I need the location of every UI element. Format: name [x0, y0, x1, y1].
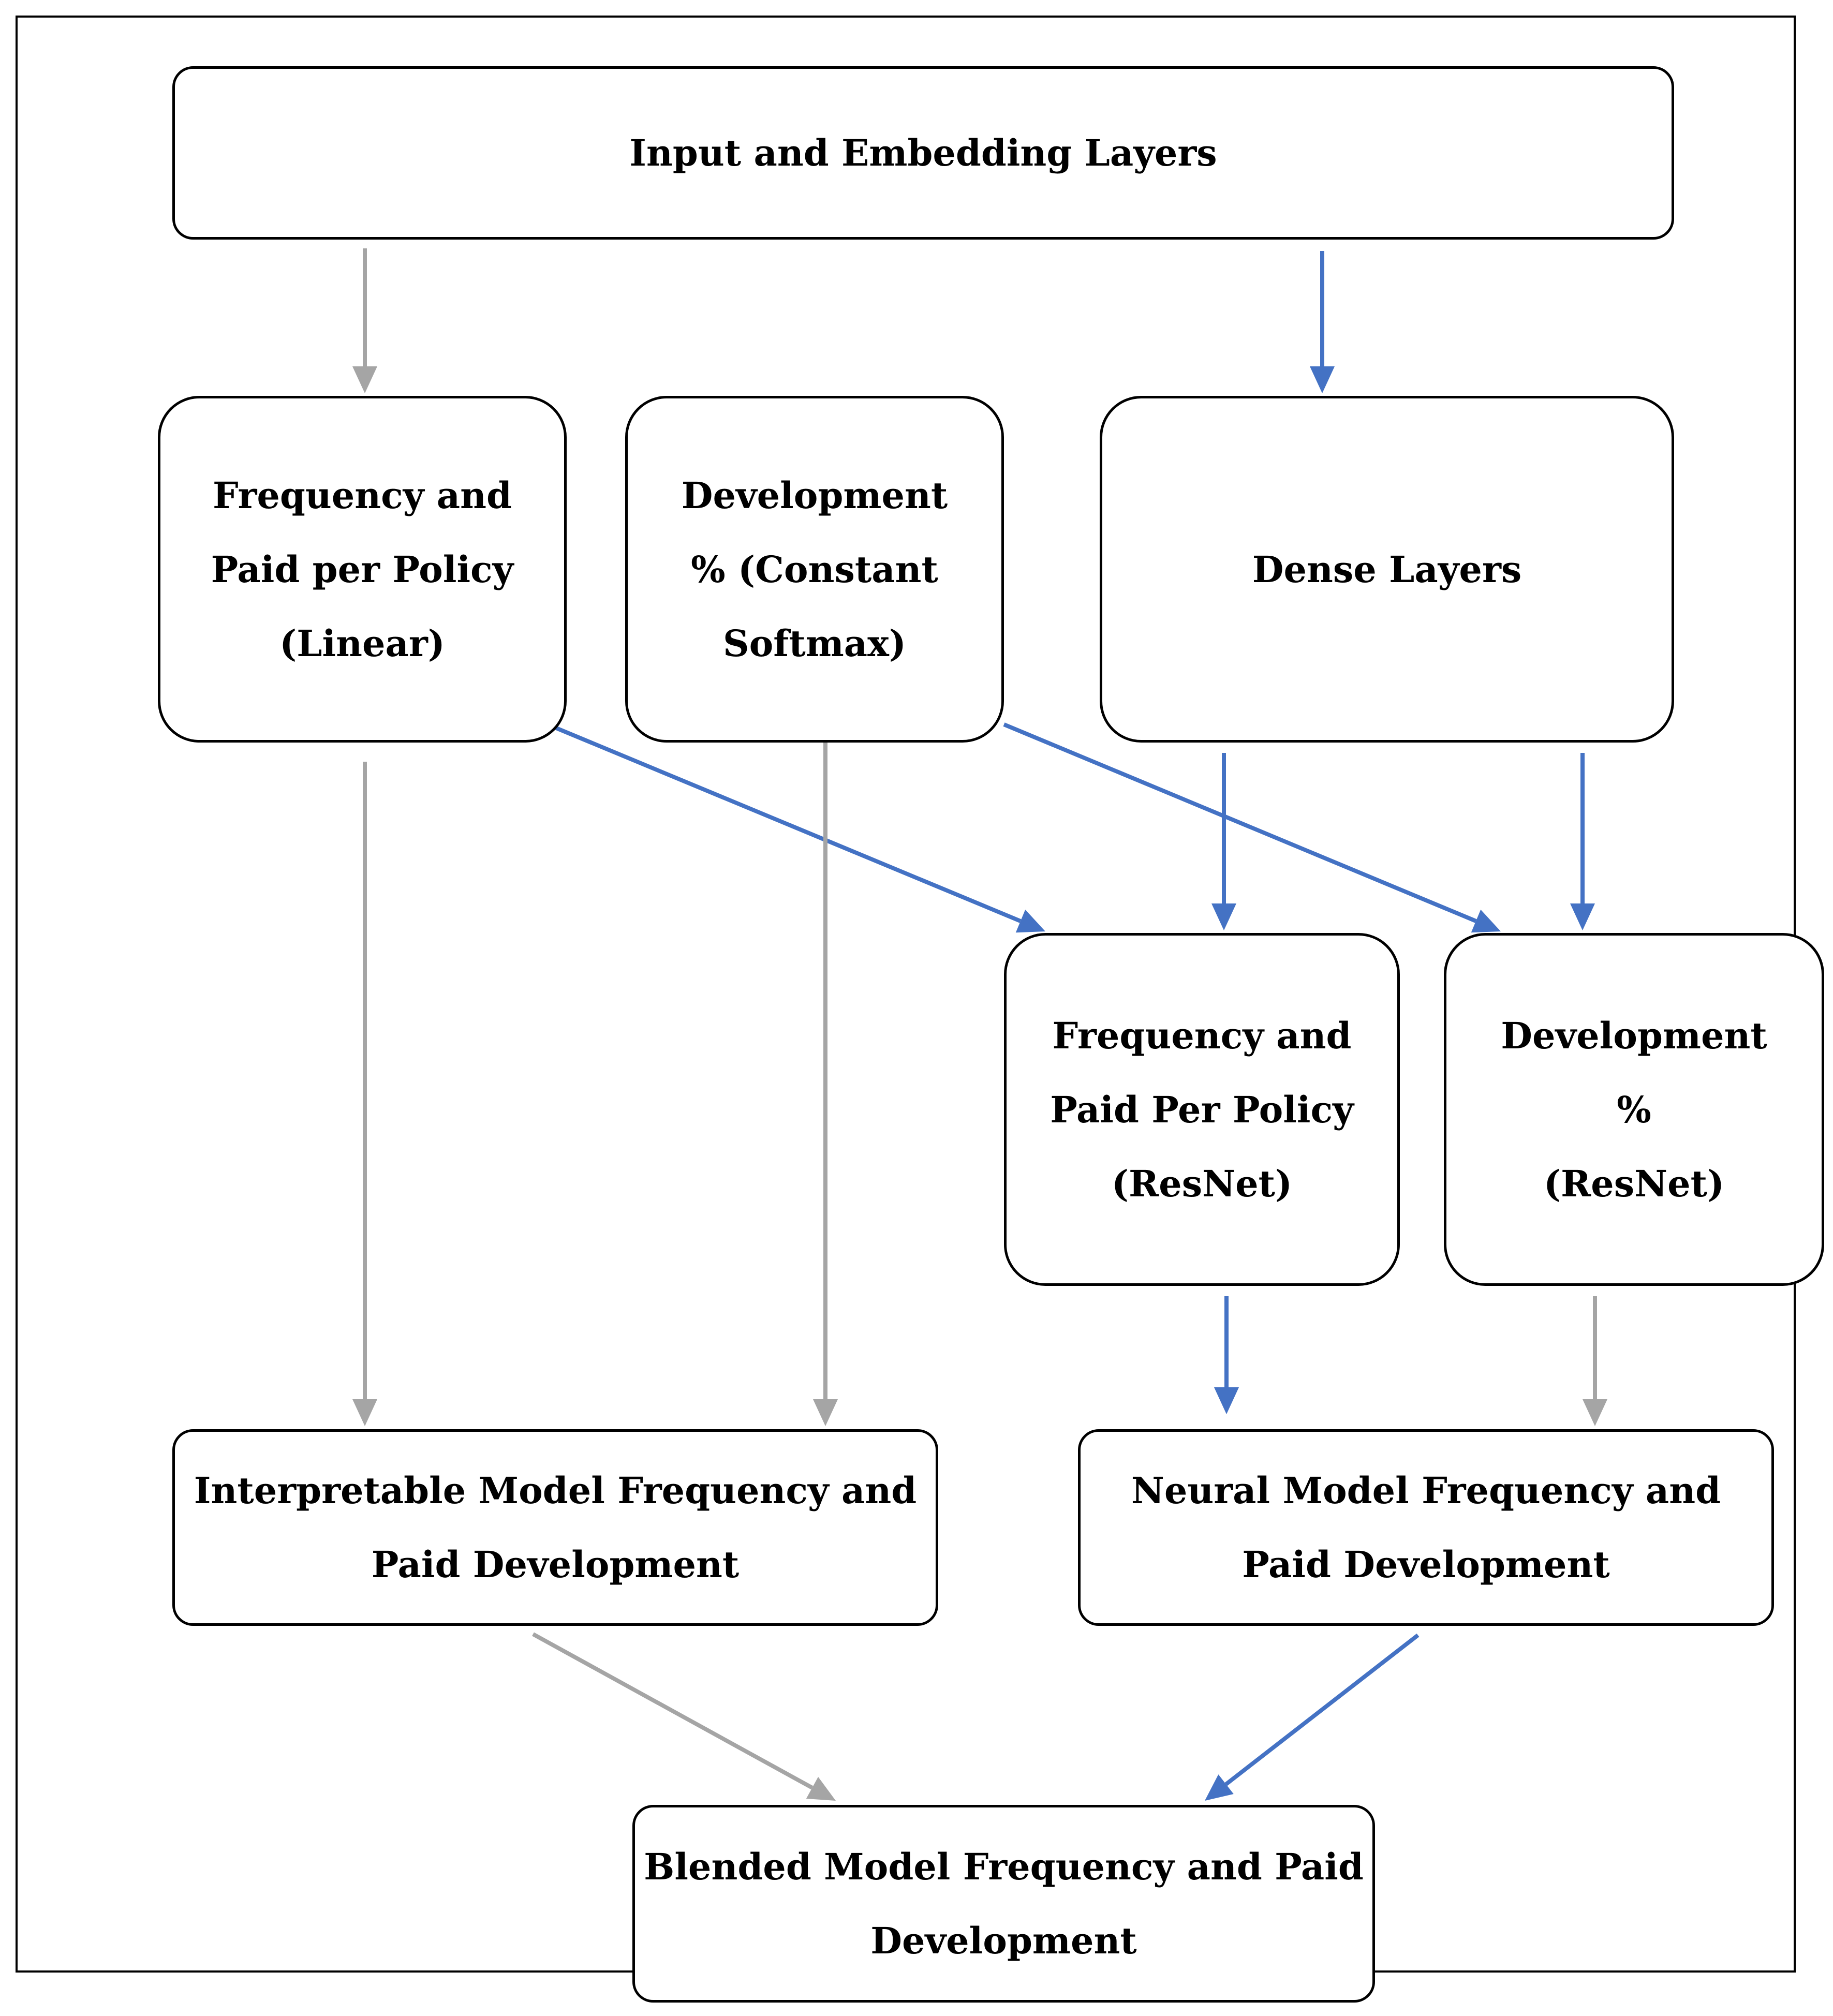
arrowhead-dev_softmax-to-interp_model	[813, 1399, 838, 1426]
node-label-line: Paid Per Policy	[1050, 1088, 1354, 1131]
node-label-line: Softmax)	[723, 621, 906, 665]
arrowhead-interp_model-to-blended	[806, 1776, 836, 1801]
node-dense-layers: Dense Layers	[1100, 396, 1674, 743]
node-label-line: Input and Embedding Layers	[629, 131, 1217, 174]
node-label-line: Paid per Policy	[211, 547, 514, 591]
arrowhead-dev_softmax-to-dev_resnet	[1471, 909, 1501, 933]
edge-freq_linear-to-freq_resnet	[546, 722, 1022, 923]
arrowhead-dense-to-freq_resnet	[1211, 903, 1236, 930]
arrowhead-neural_model-to-blended	[1205, 1774, 1234, 1801]
node-frequency-paid-linear: Frequency and Paid per Policy (Linear)	[158, 396, 567, 743]
node-label-line: Interpretable Model Frequency and	[194, 1469, 917, 1512]
node-neural-model: Neural Model Frequency and Paid Developm…	[1078, 1429, 1774, 1626]
node-label-line: Blended Model Frequency and Paid	[644, 1845, 1364, 1888]
node-label-line: Dense Layers	[1252, 547, 1522, 591]
node-label-line: Development	[870, 1919, 1137, 1962]
edge-interp_model-to-blended	[532, 1632, 814, 1790]
node-label-line: Paid Development	[371, 1543, 740, 1586]
node-label-line: (Linear)	[279, 621, 445, 665]
node-label-line: Development	[681, 473, 948, 517]
arrowhead-dev_resnet-to-neural_model	[1583, 1399, 1607, 1426]
node-development-constant-softmax: Development % (Constant Softmax)	[625, 396, 1004, 743]
node-label-line: Neural Model Frequency and	[1131, 1469, 1721, 1512]
node-label-line: Frequency and	[212, 473, 512, 517]
arrowhead-input-to-freq_linear	[352, 366, 377, 393]
node-interpretable-model: Interpretable Model Frequency and Paid D…	[172, 1429, 938, 1626]
edge-neural_model-to-blended	[1224, 1633, 1420, 1786]
node-label-line: % (Constant	[691, 547, 938, 591]
arrowhead-freq_resnet-to-neural_model	[1214, 1387, 1239, 1414]
node-label-line: Development	[1501, 1014, 1767, 1057]
node-blended-model: Blended Model Frequency and Paid Develop…	[632, 1805, 1375, 2003]
node-label-line: Paid Development	[1242, 1543, 1610, 1586]
node-frequency-paid-resnet: Frequency and Paid Per Policy (ResNet)	[1004, 933, 1400, 1286]
node-development-resnet: Development % (ResNet)	[1444, 933, 1824, 1286]
edge-dev_softmax-to-dev_resnet	[1003, 722, 1477, 923]
arrowhead-freq_linear-to-interp_model	[352, 1399, 377, 1426]
arrowhead-freq_linear-to-freq_resnet	[1015, 909, 1045, 933]
node-label-line: (ResNet)	[1111, 1162, 1293, 1205]
node-label-line: %	[1617, 1088, 1651, 1131]
arrowhead-dense-to-dev_resnet	[1570, 903, 1595, 930]
node-label-line: Frequency and	[1052, 1014, 1352, 1057]
node-input-embedding-layers: Input and Embedding Layers	[172, 66, 1674, 240]
node-label-line: (ResNet)	[1543, 1162, 1725, 1205]
arrowhead-input-to-dense	[1310, 366, 1335, 393]
